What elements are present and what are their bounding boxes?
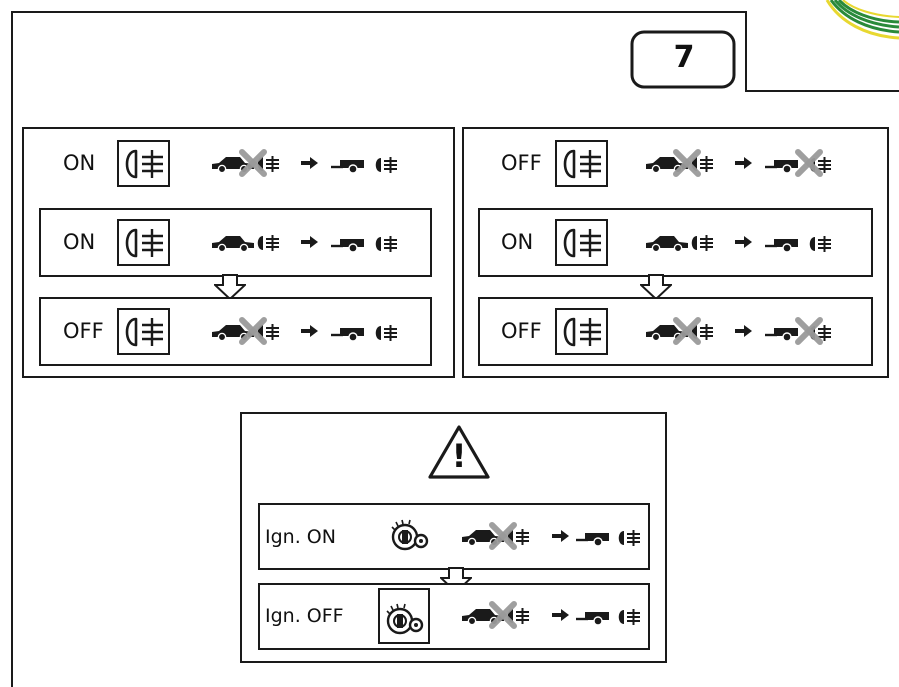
trailer-icon <box>331 324 365 344</box>
fog-lamp-icon <box>559 226 605 260</box>
left-header-lamp-frame <box>117 140 170 187</box>
fog-lamp-icon <box>121 147 167 181</box>
right-header-lamp-frame <box>555 140 608 187</box>
car-crossed-out-icon <box>238 148 268 178</box>
fog-lamp-icon <box>121 226 167 260</box>
ign-on-label: Ign. ON <box>265 526 336 548</box>
car-crossed-out-icon <box>672 148 702 178</box>
arrow-right-icon <box>735 235 753 249</box>
right-step2-state-label: OFF <box>501 319 542 343</box>
trailer-fog-lamp-icon <box>616 607 642 627</box>
trailer-icon <box>576 529 610 549</box>
trailer-fog-lamp-icon <box>807 234 833 254</box>
ign-off-label: Ign. OFF <box>265 605 344 627</box>
trailer-crossed-out-icon <box>794 316 824 346</box>
car-fog-lamp-icon <box>255 233 281 253</box>
trailer-fog-lamp-icon <box>373 234 399 254</box>
warning-exclamation: ! <box>451 437 467 475</box>
car-fog-lamp-icon <box>689 233 715 253</box>
trailer-fog-lamp-icon <box>373 155 399 175</box>
left-step2-box <box>39 297 432 366</box>
ign-off-key-frame <box>378 588 430 644</box>
arrow-right-icon <box>735 324 753 338</box>
right-header-state-label: OFF <box>501 151 542 175</box>
ignition-key-icon <box>390 515 430 551</box>
trailer-fog-lamp-icon <box>373 323 399 343</box>
car-crossed-out-icon <box>238 316 268 346</box>
trailer-icon <box>331 156 365 176</box>
fog-lamp-icon <box>559 315 605 349</box>
left-step2-lamp-frame <box>117 308 170 355</box>
ign-off-box <box>258 583 650 650</box>
arrow-right-icon <box>552 608 570 622</box>
fog-lamp-icon <box>121 315 167 349</box>
trailer-icon <box>331 235 365 255</box>
trailer-fog-lamp-icon <box>616 528 642 548</box>
warning-triangle-icon <box>428 425 490 479</box>
right-step2-lamp-frame <box>555 308 608 355</box>
car-crossed-out-icon <box>488 600 518 630</box>
trailer-icon <box>765 235 799 255</box>
arrow-right-icon <box>735 156 753 170</box>
trailer-icon <box>576 608 610 628</box>
right-step1-box <box>478 208 873 277</box>
fog-lamp-icon <box>559 147 605 181</box>
arrow-right-icon <box>301 324 319 338</box>
car-crossed-out-icon <box>488 521 518 551</box>
left-step1-lamp-frame <box>117 219 170 266</box>
car-icon <box>645 233 689 253</box>
left-step2-state-label: OFF <box>63 319 104 343</box>
car-crossed-out-icon <box>672 316 702 346</box>
step-number: 7 <box>673 40 695 75</box>
corner-badge-icon <box>825 0 899 40</box>
arrow-right-icon <box>301 235 319 249</box>
arrow-right-icon <box>552 529 570 543</box>
right-step1-state-label: ON <box>501 230 534 254</box>
car-icon <box>211 233 255 253</box>
ignition-key-icon <box>385 599 425 635</box>
trailer-crossed-out-icon <box>794 148 824 178</box>
left-header-state-label: ON <box>63 151 96 175</box>
arrow-right-icon <box>301 156 319 170</box>
left-step1-state-label: ON <box>63 230 96 254</box>
right-step1-lamp-frame <box>555 219 608 266</box>
